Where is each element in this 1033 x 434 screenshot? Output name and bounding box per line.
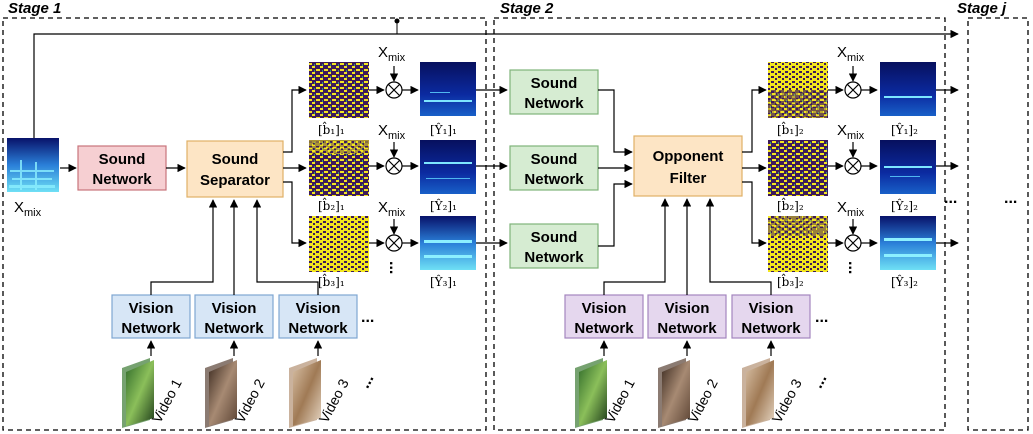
- stage1-vision-to-separator-arrows: [150, 199, 319, 295]
- svg-text:Vision: Vision: [212, 300, 257, 317]
- svg-text:Sound: Sound: [531, 151, 578, 168]
- stage1-vision-network-3: Vision Network: [278, 294, 358, 339]
- input-label: Xmix: [14, 199, 42, 219]
- stage2-mask-2: [768, 140, 828, 196]
- svg-text:Network: Network: [524, 95, 584, 112]
- svg-text:Vision: Vision: [665, 300, 710, 317]
- stage1-output-3: [420, 216, 476, 270]
- stage1-mask-2-label: [b̂₂]₁: [318, 196, 345, 213]
- svg-text:Network: Network: [524, 249, 584, 266]
- svg-text:Separator: Separator: [200, 172, 270, 189]
- stage1-video-3: [289, 340, 323, 428]
- stage1-label: Stage 1: [8, 0, 61, 17]
- svg-text:Network: Network: [741, 320, 801, 337]
- svg-text:Network: Network: [524, 171, 584, 188]
- stage1-multipliers: [369, 66, 419, 252]
- stage2-video-1: [575, 340, 609, 428]
- stage1-video-1: [122, 340, 156, 428]
- stagej-label: Stage j: [957, 0, 1007, 17]
- stage2-soundnet-to-filter-arrows: [598, 89, 633, 247]
- stage1-vision-ellipsis: ...: [361, 309, 374, 326]
- svg-text:Vision: Vision: [582, 300, 627, 317]
- svg-text:Vision: Vision: [296, 300, 341, 317]
- stagej-ellipsis: ...: [1004, 190, 1017, 207]
- separator-to-mask-arrows: [283, 85, 307, 248]
- stage2-vision-network-3: Vision Network: [731, 294, 811, 339]
- svg-text:Vision: Vision: [749, 300, 794, 317]
- stage2-frame: [493, 17, 946, 431]
- input-spectrogram: [7, 138, 59, 192]
- svg-text:Sound: Sound: [531, 229, 578, 246]
- stage2-sound-network-2: Sound Network: [509, 145, 599, 191]
- filter-to-mask-arrows: [742, 85, 767, 248]
- stage1-ellipsis-vertical: ...: [386, 261, 403, 274]
- stage1-output-1: [420, 62, 476, 116]
- svg-text:Network: Network: [204, 320, 264, 337]
- svg-text:Network: Network: [574, 320, 634, 337]
- stage2-mask-1-label: [b̂₁]₂: [777, 120, 804, 137]
- svg-text:Sound: Sound: [212, 151, 259, 168]
- stage2-to-stagej-arrows: [936, 85, 959, 248]
- stage1-sound-network: Sound Network: [77, 145, 167, 191]
- stage1-vision-network-1: Vision Network: [111, 294, 191, 339]
- stage1-xmix-2: Xmix: [378, 122, 406, 142]
- stage2-xmix-1: Xmix: [837, 44, 865, 64]
- stage-gap-ellipsis: ...: [944, 190, 957, 207]
- stage1-output-2: [420, 140, 476, 194]
- svg-text:Network: Network: [288, 320, 348, 337]
- stage2-mask-2-label: [b̂₂]₂: [777, 196, 804, 213]
- stage1-output-1-label: [Ŷ₁]₁: [430, 122, 457, 137]
- sound-separator: Sound Separator: [186, 140, 284, 198]
- stage1-mask-1-label: [b̂₁]₁: [318, 120, 345, 137]
- stage2-mask-3: [768, 216, 828, 272]
- stage2-output-1-label: [Ŷ₁]₂: [891, 122, 918, 137]
- svg-text:Sound: Sound: [531, 75, 578, 92]
- stage1-output-2-label: [Ŷ₂]₁: [430, 198, 457, 213]
- stage1-output-3-label: [Ŷ₃]₁: [430, 274, 457, 289]
- stagej-frame: [967, 17, 1029, 431]
- stage1-frame: [2, 17, 487, 431]
- svg-text:Network: Network: [121, 320, 181, 337]
- stage1-vision-network-2: Vision Network: [194, 294, 274, 339]
- mixture-bypass-line: [33, 18, 959, 138]
- stage2-output-2-label: [Ŷ₂]₂: [891, 198, 918, 213]
- svg-text:Network: Network: [92, 171, 152, 188]
- stage2-video-ellipsis: ...: [809, 372, 830, 392]
- stage2-sound-network-3: Sound Network: [509, 223, 599, 269]
- opponent-filter: Opponent Filter: [633, 135, 743, 197]
- stage1-video-2: [205, 340, 239, 428]
- stage2-vision-ellipsis: ...: [815, 309, 828, 326]
- stage1-xmix-1: Xmix: [378, 44, 406, 64]
- stage2-vision-to-filter-arrows: [603, 198, 772, 295]
- stage2-ellipsis-vertical: ...: [845, 261, 862, 274]
- stage2-vision-network-1: Vision Network: [564, 294, 644, 339]
- svg-text:Network: Network: [657, 320, 717, 337]
- stage1-mask-2: [309, 140, 369, 196]
- svg-text:Filter: Filter: [670, 170, 707, 187]
- stage2-output-3-label: [Ŷ₃]₂: [891, 274, 918, 289]
- stage2-xmix-3: Xmix: [837, 199, 865, 219]
- stage2-output-2: [880, 140, 936, 194]
- stage1-mask-1: [309, 62, 369, 118]
- stage2-video-3: [742, 340, 776, 428]
- stage2-video-2: [658, 340, 692, 428]
- stage2-sound-network-1: Sound Network: [509, 69, 599, 115]
- stage2-mask-1: [768, 62, 828, 118]
- stage2-xmix-2: Xmix: [837, 122, 865, 142]
- svg-text:Vision: Vision: [129, 300, 174, 317]
- stage2-label: Stage 2: [500, 0, 554, 17]
- svg-text:Sound: Sound: [99, 151, 146, 168]
- stage1-mask-3: [309, 216, 369, 272]
- stage1-mask-3-label: [b̂₃]₁: [318, 272, 345, 289]
- stage2-multipliers: [828, 66, 878, 252]
- stage2-vision-network-2: Vision Network: [647, 294, 727, 339]
- stage1-video-ellipsis: ...: [356, 372, 377, 392]
- stage2-output-3: [880, 216, 936, 270]
- stage2-mask-3-label: [b̂₃]₂: [777, 272, 804, 289]
- stage1-to-stage2-arrows: [476, 85, 508, 248]
- svg-text:Opponent: Opponent: [653, 148, 724, 165]
- stage2-output-1: [880, 62, 936, 116]
- stage1-xmix-3: Xmix: [378, 199, 406, 219]
